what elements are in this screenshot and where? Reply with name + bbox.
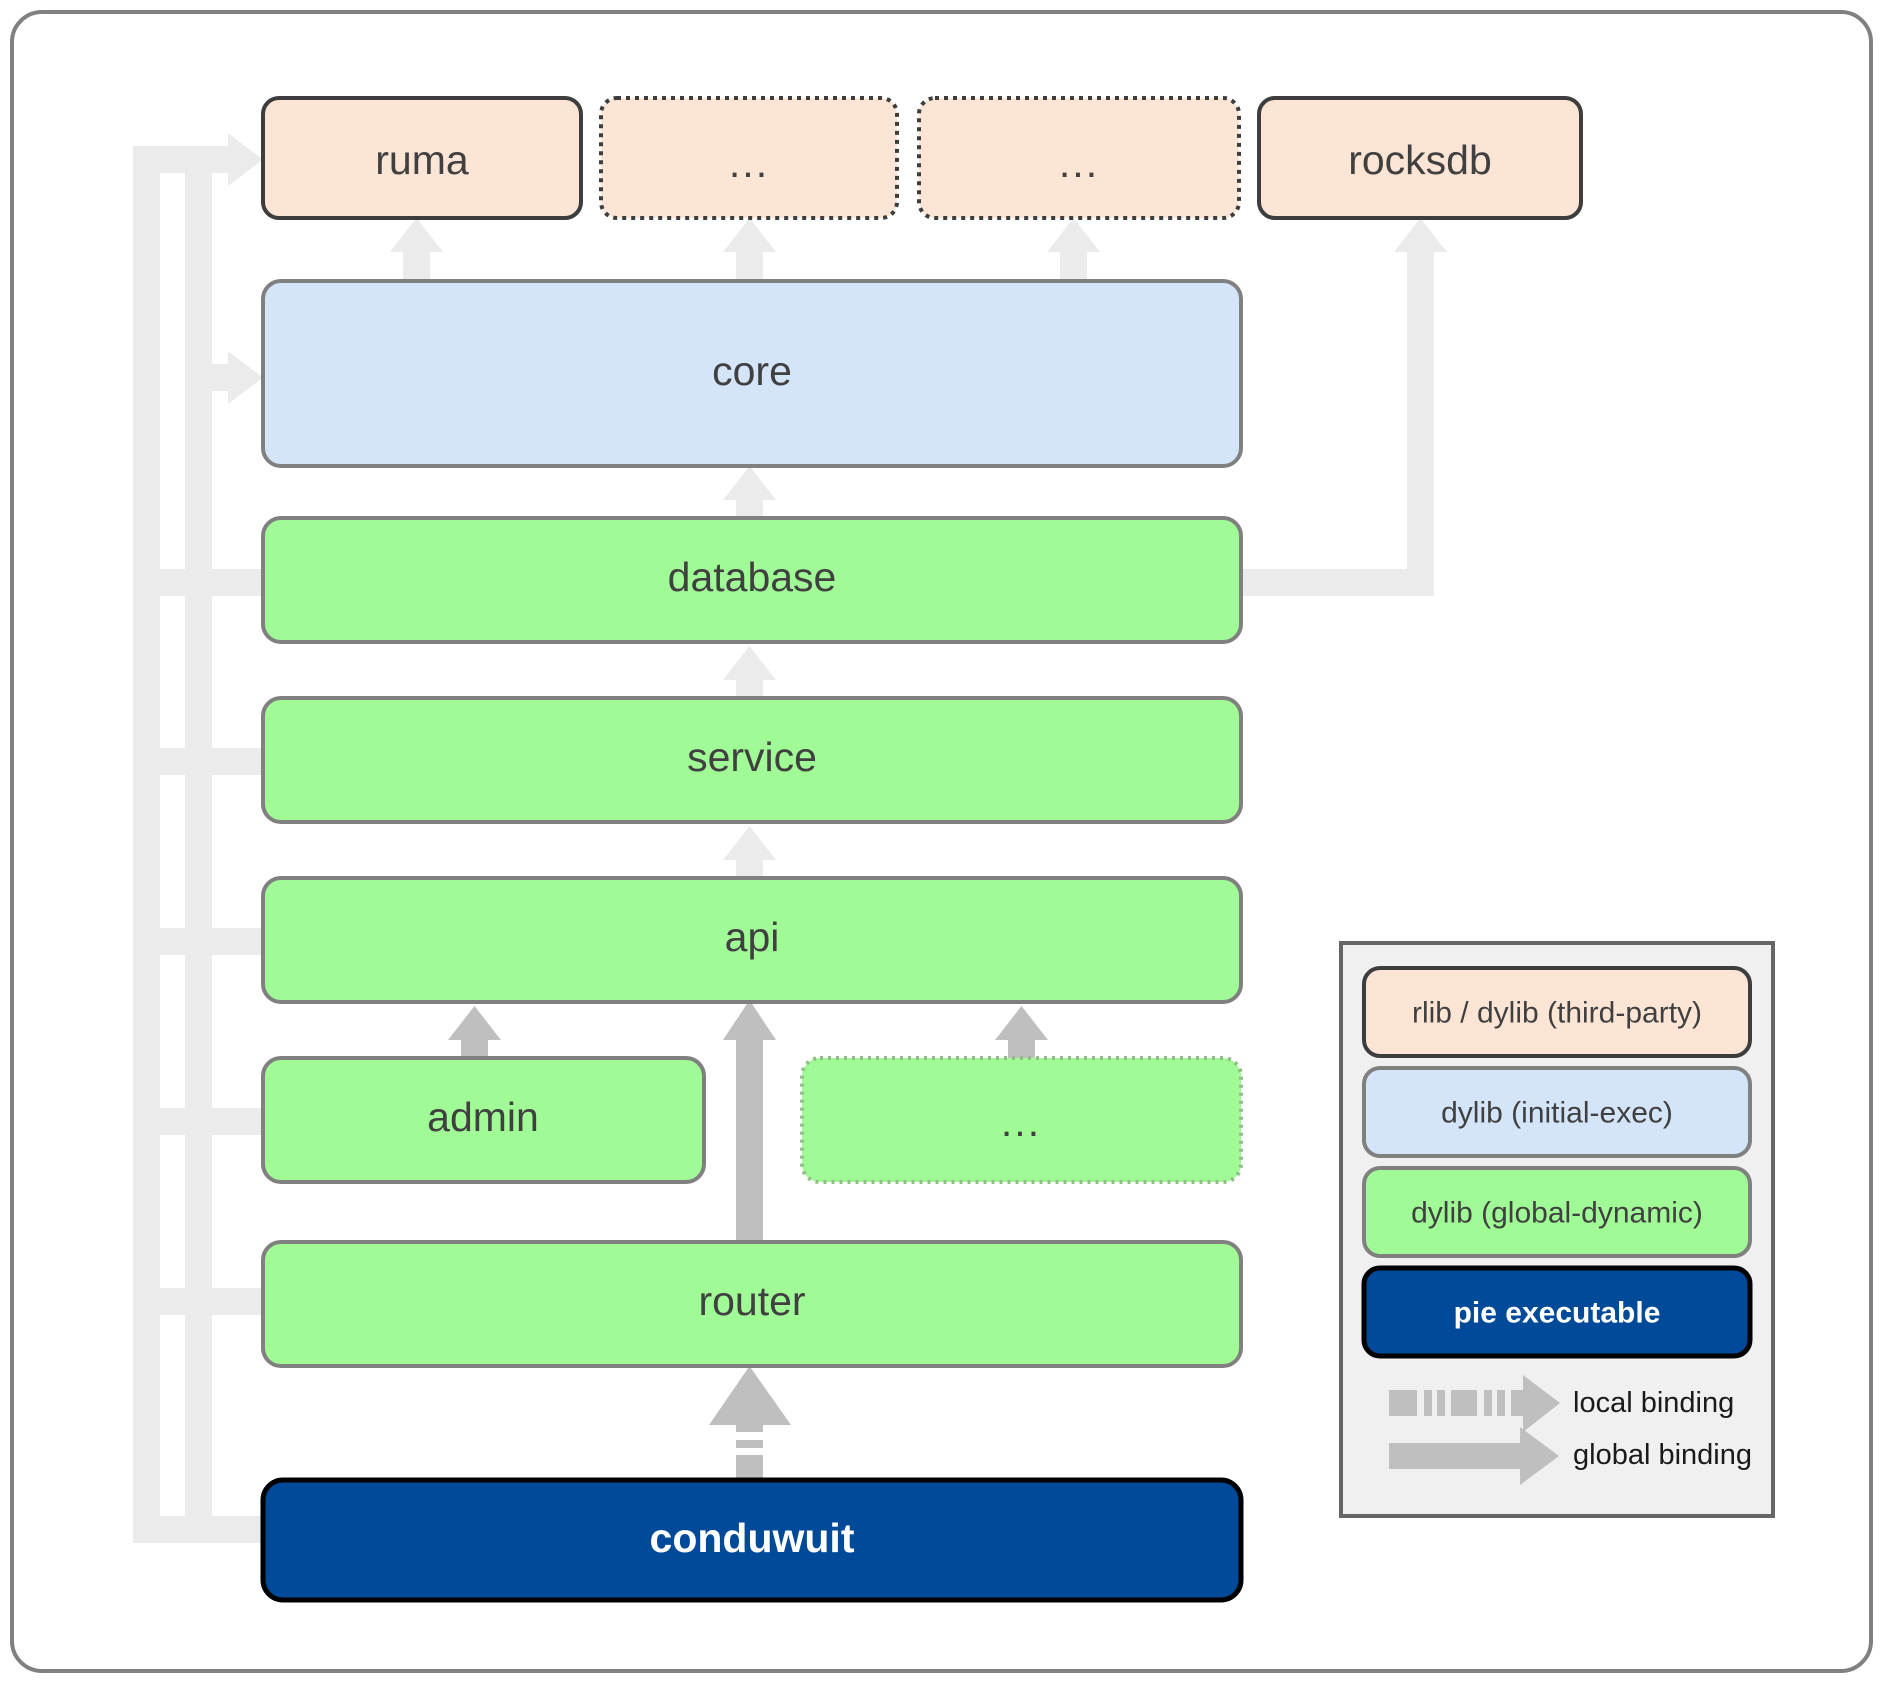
legend-swatch-global-dynamic-label: dylib (global-dynamic) (1411, 1197, 1703, 1230)
edge-conduwuit-to-core (185, 351, 263, 404)
edge-database-to-rocksdb (1240, 218, 1447, 596)
legend-swatch-initial-exec: dylib (initial-exec) (1362, 1066, 1752, 1158)
node-service[interactable]: service (261, 696, 1243, 824)
edge-conduwuit-to-database (160, 569, 265, 596)
node-conduwuit-label: conduwuit (650, 1515, 855, 1561)
legend-swatch-global-dynamic: dylib (global-dynamic) (1362, 1166, 1752, 1258)
diagram-frame (10, 10, 1873, 1673)
legend-swatch-initial-exec-label: dylib (initial-exec) (1441, 1097, 1673, 1130)
node-dots-top-2[interactable]: ... (917, 96, 1241, 220)
node-api[interactable]: api (261, 876, 1243, 1004)
edge-conduwuit-to-router (160, 1288, 265, 1315)
legend-key-local-binding-label: local binding (1573, 1387, 1734, 1419)
dashed-arrow-icon (1389, 1375, 1560, 1432)
node-conduwuit[interactable]: conduwuit (260, 1477, 1244, 1603)
legend-swatch-pie-executable: pie executable (1361, 1265, 1753, 1359)
edge-conduwuit-to-api (160, 928, 265, 955)
node-dots-mid-label: ... (1001, 1099, 1041, 1145)
node-router[interactable]: router (261, 1240, 1243, 1368)
edge-conduwuit-to-admin (160, 1108, 265, 1135)
edge-conduwuit-to-ruma (185, 133, 263, 186)
node-database-label: database (668, 554, 837, 600)
node-rocksdb-label: rocksdb (1348, 137, 1492, 183)
edge-conduwuit-to-service (160, 748, 265, 775)
node-dots-top-1-label: ... (729, 140, 769, 186)
legend-swatch-third-party: rlib / dylib (third-party) (1362, 966, 1752, 1058)
legend-swatch-pie-executable-label: pie executable (1454, 1297, 1661, 1330)
node-dots-top-2-label: ... (1059, 140, 1099, 186)
node-ruma-label: ruma (375, 137, 469, 183)
legend-key-local-binding: local binding (1389, 1375, 1734, 1432)
node-database[interactable]: database (261, 516, 1243, 644)
node-router-label: router (698, 1278, 805, 1324)
node-api-label: api (725, 914, 780, 960)
legend-key-global-binding-label: global binding (1573, 1439, 1752, 1471)
node-dots-mid[interactable]: ... (800, 1056, 1243, 1184)
node-dots-top-1[interactable]: ... (599, 96, 899, 220)
node-service-label: service (687, 734, 817, 780)
node-rocksdb[interactable]: rocksdb (1257, 96, 1583, 220)
node-core-label: core (712, 348, 792, 394)
node-ruma[interactable]: ruma (261, 96, 583, 220)
node-admin[interactable]: admin (261, 1056, 706, 1184)
node-admin-label: admin (427, 1094, 539, 1140)
legend-key-global-binding: global binding (1389, 1427, 1752, 1485)
legend-swatch-third-party-label: rlib / dylib (third-party) (1412, 997, 1702, 1030)
solid-arrow-icon (1389, 1427, 1559, 1485)
node-core[interactable]: core (261, 279, 1243, 468)
edge-router-to-api (723, 1000, 776, 1242)
